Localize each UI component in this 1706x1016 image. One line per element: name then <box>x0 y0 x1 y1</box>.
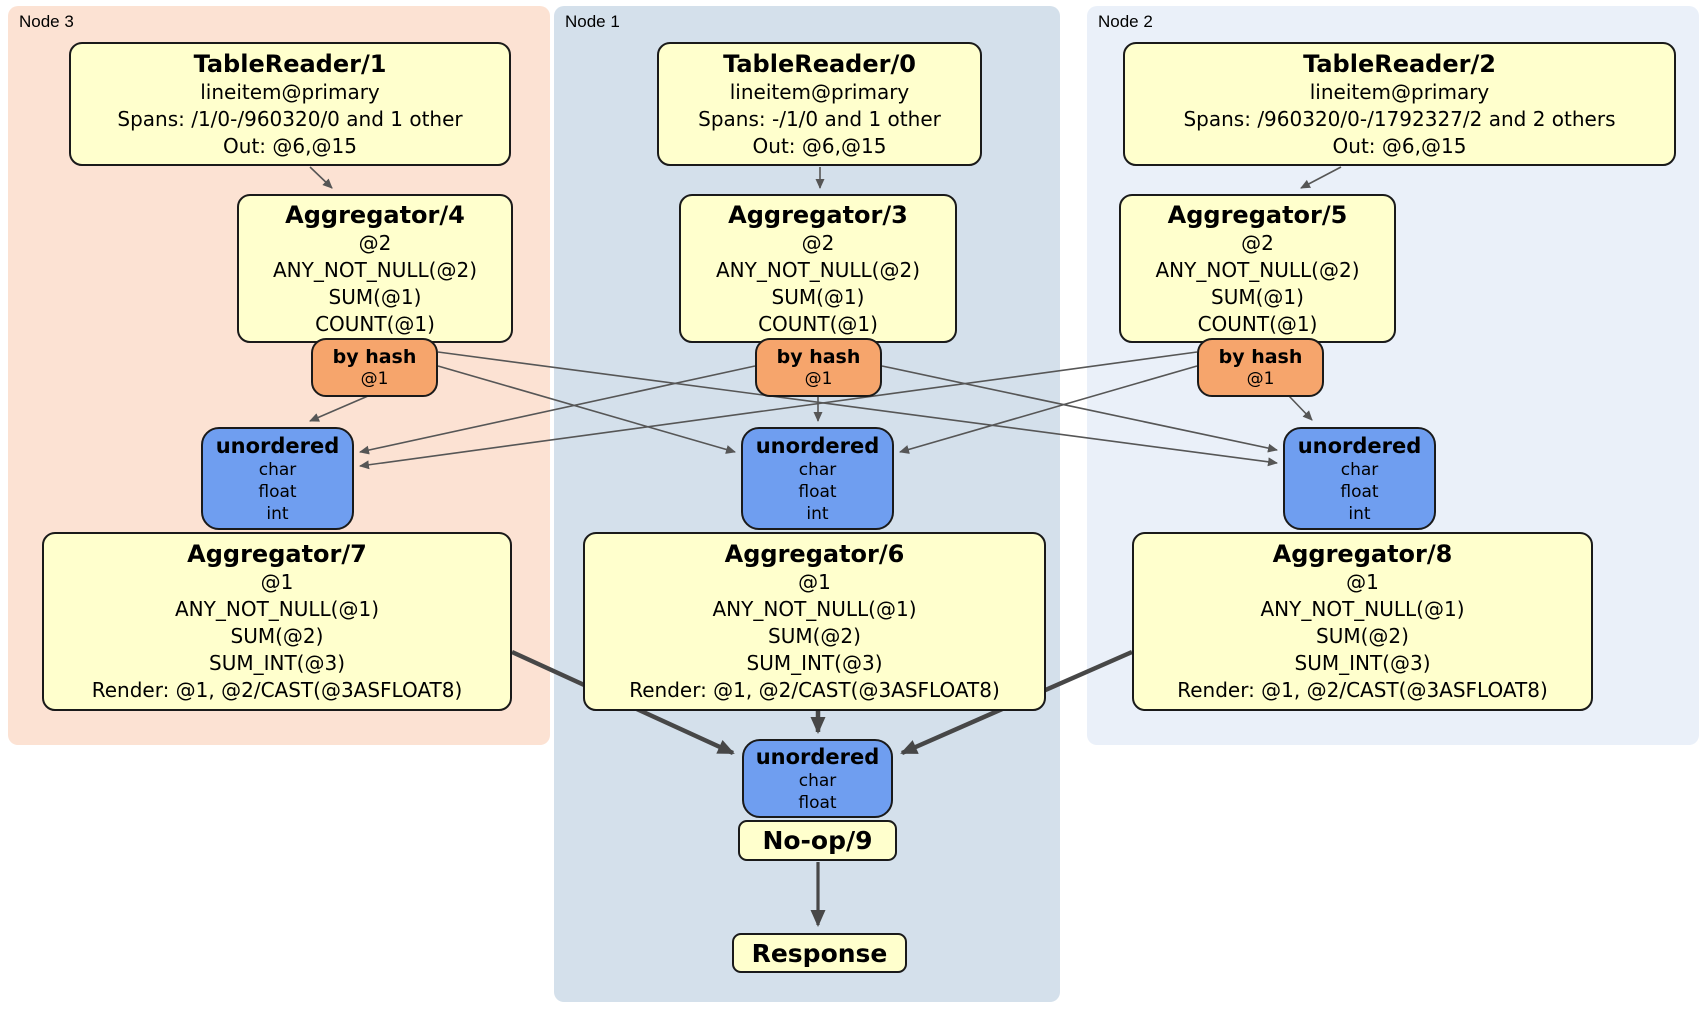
func-line: SUM(@1) <box>771 284 865 309</box>
processor-title: Response <box>751 938 888 968</box>
aggregator-3-box: Aggregator/3 @2 ANY_NOT_NULL(@2) SUM(@1)… <box>679 194 957 343</box>
unordered-sync-node2: unordered char float int <box>1283 427 1436 530</box>
node-1-label: Node 1 <box>565 12 620 31</box>
edge-routerL-syncL <box>309 395 369 422</box>
func-line: ANY_NOT_NULL(@2) <box>273 257 477 282</box>
group-line: @1 <box>260 570 294 594</box>
aggregator-5-box: Aggregator/5 @2 ANY_NOT_NULL(@2) SUM(@1)… <box>1119 194 1396 343</box>
hash-router-node2: by hash @1 <box>1197 338 1324 397</box>
aggregator-4-box: Aggregator/4 @2 ANY_NOT_NULL(@2) SUM(@1)… <box>237 194 513 343</box>
router-key: @1 <box>804 368 833 389</box>
group-line: @2 <box>801 230 835 255</box>
table-line: lineitem@primary <box>200 79 380 104</box>
out-line: Out: @6,@15 <box>1332 133 1467 158</box>
out-line: Out: @6,@15 <box>223 133 357 158</box>
stream-type: char <box>798 459 837 480</box>
processor-title: Aggregator/7 <box>187 540 367 568</box>
stream-type: float <box>798 481 837 502</box>
node-3-label: Node 3 <box>19 12 74 31</box>
func-line: ANY_NOT_NULL(@1) <box>175 597 379 621</box>
func-line: ANY_NOT_NULL(@2) <box>1155 257 1360 282</box>
spans-line: Spans: /1/0-/960320/0 and 1 other <box>117 106 463 131</box>
func-line: ANY_NOT_NULL(@1) <box>712 597 917 621</box>
func-line: SUM(@1) <box>328 284 422 309</box>
func-line: COUNT(@1) <box>758 311 878 336</box>
stream-type: float <box>1340 481 1379 502</box>
edge-tr1-agg4 <box>309 166 333 189</box>
processor-title: TableReader/1 <box>193 49 387 78</box>
edge-routerL-syncC <box>437 365 736 454</box>
stream-type: char <box>258 459 297 480</box>
func-line: SUM(@2) <box>1316 624 1409 648</box>
unordered-sync-node3: unordered char float int <box>201 427 354 530</box>
spans-line: Spans: -/1/0 and 1 other <box>698 106 941 131</box>
edge-routerR-syncL <box>359 351 1198 470</box>
out-line: Out: @6,@15 <box>752 133 887 158</box>
stream-type: int <box>266 503 289 524</box>
router-key: @1 <box>360 368 389 389</box>
edge-routerL-syncR <box>437 351 1278 467</box>
hash-router-node1: by hash @1 <box>755 338 882 397</box>
final-unordered-sync: unordered char float <box>742 739 893 818</box>
func-line: ANY_NOT_NULL(@1) <box>1260 597 1465 621</box>
tablereader-0-box: TableReader/0 lineitem@primary Spans: -/… <box>657 42 982 166</box>
node-2-label: Node 2 <box>1098 12 1153 31</box>
edge-tr2-agg5 <box>1300 166 1342 189</box>
func-line: SUM(@2) <box>230 624 324 648</box>
stream-type: int <box>806 503 829 524</box>
stream-type: char <box>798 770 837 791</box>
spans-line: Spans: /960320/0-/1792327/2 and 2 others <box>1183 106 1616 131</box>
aggregator-6-box: Aggregator/6 @1 ANY_NOT_NULL(@1) SUM(@2)… <box>583 532 1046 711</box>
edge-routerC-syncR <box>881 365 1278 453</box>
table-line: lineitem@primary <box>729 79 910 104</box>
stream-type: float <box>258 481 297 502</box>
tablereader-2-box: TableReader/2 lineitem@primary Spans: /9… <box>1123 42 1676 166</box>
table-line: lineitem@primary <box>1309 79 1490 104</box>
processor-title: Aggregator/8 <box>1272 540 1453 568</box>
func-line: COUNT(@1) <box>315 311 435 336</box>
unordered-sync-node1: unordered char float int <box>741 427 894 530</box>
router-key: @1 <box>1246 368 1275 389</box>
sync-title: unordered <box>755 433 880 458</box>
func-line: COUNT(@1) <box>1197 311 1318 336</box>
noop-9-box: No-op/9 <box>738 820 897 861</box>
group-line: @1 <box>798 570 831 594</box>
sync-title: unordered <box>1297 433 1422 458</box>
group-line: @2 <box>358 230 392 255</box>
sync-title: unordered <box>215 433 340 458</box>
func-line: SUM(@2) <box>768 624 861 648</box>
processor-title: TableReader/2 <box>1303 49 1496 78</box>
hash-router-node3: by hash @1 <box>311 338 438 397</box>
func-line: SUM_INT(@3) <box>209 651 345 675</box>
group-line: @1 <box>1346 570 1379 594</box>
edge-routerR-syncC <box>899 365 1198 454</box>
tablereader-1-box: TableReader/1 lineitem@primary Spans: /1… <box>69 42 511 166</box>
render-line: Render: @1, @2/CAST(@3ASFLOAT8) <box>1177 678 1548 702</box>
processor-title: No-op/9 <box>762 826 873 855</box>
processor-title: TableReader/0 <box>723 49 916 78</box>
func-line: SUM(@1) <box>1211 284 1304 309</box>
stream-type: int <box>1348 503 1371 524</box>
edge-routerR-syncR <box>1288 395 1313 421</box>
processor-title: Aggregator/5 <box>1167 200 1348 229</box>
func-line: SUM_INT(@3) <box>746 651 883 675</box>
aggregator-8-box: Aggregator/8 @1 ANY_NOT_NULL(@1) SUM(@2)… <box>1132 532 1593 711</box>
router-title: by hash <box>776 345 861 368</box>
processor-title: Aggregator/4 <box>285 200 465 229</box>
func-line: ANY_NOT_NULL(@2) <box>716 257 920 282</box>
stream-type: float <box>798 792 837 813</box>
func-line: SUM_INT(@3) <box>1294 651 1431 675</box>
stream-type: char <box>1340 459 1379 480</box>
processor-title: Aggregator/3 <box>728 200 908 229</box>
router-title: by hash <box>332 345 417 368</box>
edge-routerC-syncL <box>359 365 756 455</box>
aggregator-7-box: Aggregator/7 @1 ANY_NOT_NULL(@1) SUM(@2)… <box>42 532 512 711</box>
render-line: Render: @1, @2/CAST(@3ASFLOAT8) <box>629 678 1000 702</box>
sync-title: unordered <box>755 744 880 769</box>
router-title: by hash <box>1218 345 1303 368</box>
response-box: Response <box>732 933 907 973</box>
processor-title: Aggregator/6 <box>724 540 905 568</box>
render-line: Render: @1, @2/CAST(@3ASFLOAT8) <box>91 678 463 702</box>
group-line: @2 <box>1241 230 1274 255</box>
